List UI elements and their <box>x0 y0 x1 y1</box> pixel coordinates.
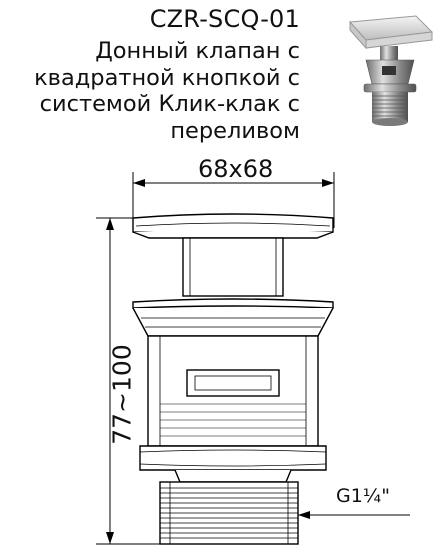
valve-body <box>147 335 319 447</box>
product-code: CZR-SCQ-01 <box>149 5 300 33</box>
width-dimension-label: 68x68 <box>198 155 274 183</box>
valve-flange <box>132 298 334 337</box>
square-button-cap <box>132 213 334 239</box>
description-line: квадратной кнопкой с <box>34 64 300 91</box>
valve-stem <box>182 237 284 297</box>
height-dimension-label: 77~100 <box>107 344 137 445</box>
product-description: Донный клапан с квадратной кнопкой с сис… <box>34 38 300 144</box>
threaded-tail <box>159 481 299 545</box>
height-dimension-line <box>96 217 160 545</box>
description-line: Донный клапан с <box>95 38 300 64</box>
lock-nut <box>139 445 327 483</box>
description-line: переливом <box>170 117 300 144</box>
thread-size-label: G1¼" <box>336 485 390 507</box>
drain-valve-photo <box>348 15 434 126</box>
header: CZR-SCQ-01 Донный клапан с квадратной кн… <box>0 0 448 170</box>
description-line: системой Клик-клак с <box>39 91 300 117</box>
thread-leader-line <box>298 511 410 519</box>
